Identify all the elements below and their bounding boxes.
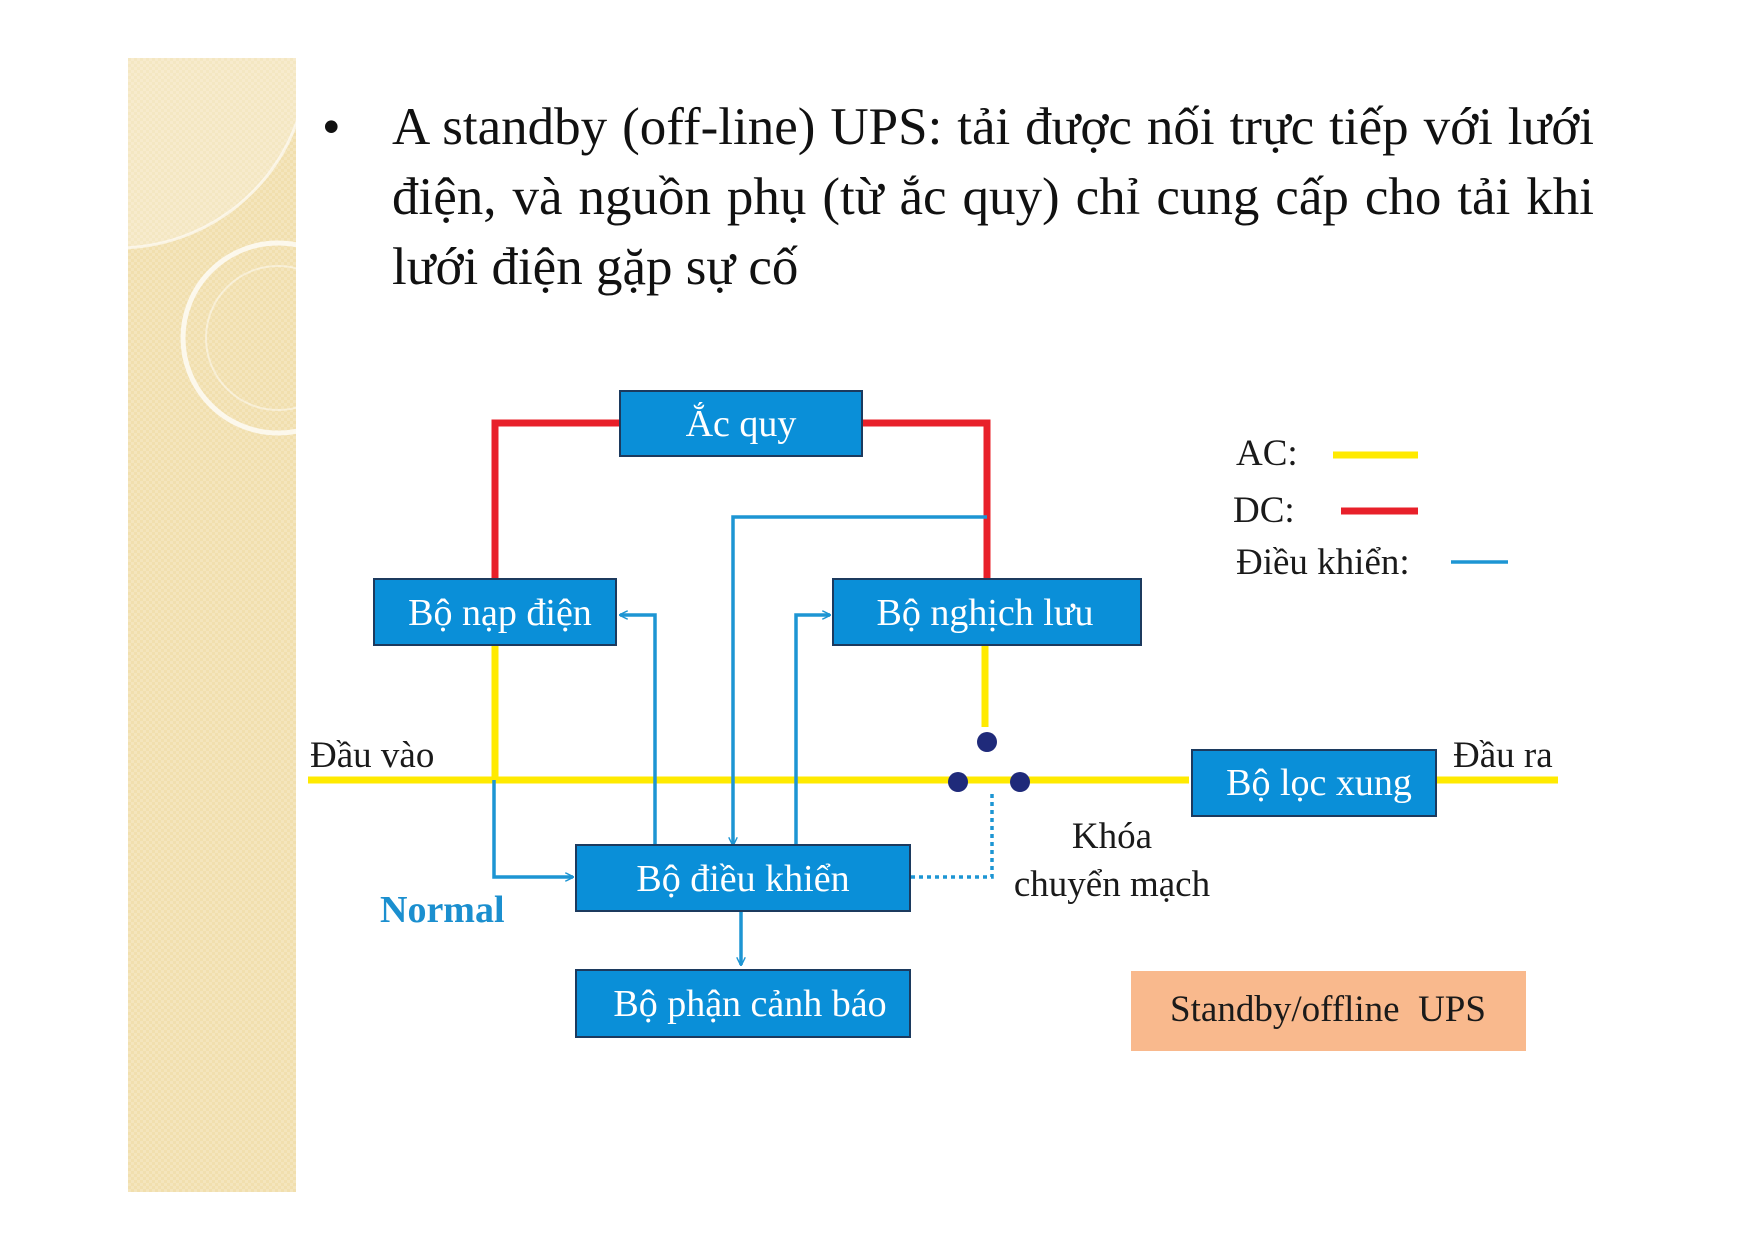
ac-lines	[308, 645, 1558, 784]
block-charger: Bộ nạp điện	[373, 578, 617, 646]
decorative-side-strip	[128, 58, 296, 1192]
slide-bullet: • A standby (off-line) UPS: tải được nối…	[322, 92, 1594, 302]
legend-ac-label: AC:	[1236, 433, 1298, 474]
control-to-inverter	[794, 615, 830, 845]
block-battery: Ắc quy	[619, 390, 863, 457]
ups-type-box: Standby/offline UPS	[1131, 971, 1526, 1051]
block-inverter-label: Bộ nghịch lưu	[877, 592, 1094, 634]
switch-node-top	[977, 732, 997, 752]
control-input-to-controller	[492, 780, 573, 877]
block-controller-label: Bộ điều khiển	[636, 858, 849, 900]
block-alarm-label: Bộ phận cảnh báo	[613, 983, 886, 1025]
decorative-rings	[128, 58, 296, 436]
bullet-marker: •	[322, 98, 341, 156]
mode-label-normal: Normal	[380, 889, 505, 931]
bullet-text: A standby (off-line) UPS: tải được nối t…	[392, 98, 1594, 296]
ups-type-label: Standby/offline UPS	[1170, 989, 1486, 1030]
legend-dc-label: DC:	[1233, 490, 1295, 531]
output-label: Đầu ra	[1453, 735, 1553, 776]
legend: AC: DC: Điều khiển:	[1233, 433, 1508, 583]
switch-node-left	[948, 772, 968, 792]
block-filter: Bộ lọc xung	[1191, 749, 1437, 817]
block-controller: Bộ điều khiển	[575, 844, 911, 912]
block-alarm: Bộ phận cảnh báo	[575, 969, 911, 1038]
switch-label-line1: Khóa	[1072, 816, 1152, 857]
block-battery-label: Ắc quy	[686, 402, 797, 445]
block-charger-label: Bộ nạp điện	[408, 592, 592, 634]
control-to-charger	[620, 615, 657, 845]
dc-line-battery-inverter	[862, 419, 991, 579]
switch-node-right	[1010, 772, 1030, 792]
block-inverter: Bộ nghịch lưu	[832, 578, 1142, 646]
block-filter-label: Bộ lọc xung	[1226, 762, 1412, 804]
dc-line-charger-battery	[491, 419, 620, 579]
legend-control-label: Điều khiển:	[1236, 542, 1410, 583]
control-battery-to-controller	[733, 515, 987, 845]
control-lines	[492, 515, 994, 965]
switch-label-line2: chuyển mạch	[1014, 864, 1211, 905]
control-to-switch-dotted	[911, 790, 994, 879]
input-label: Đầu vào	[310, 735, 434, 776]
